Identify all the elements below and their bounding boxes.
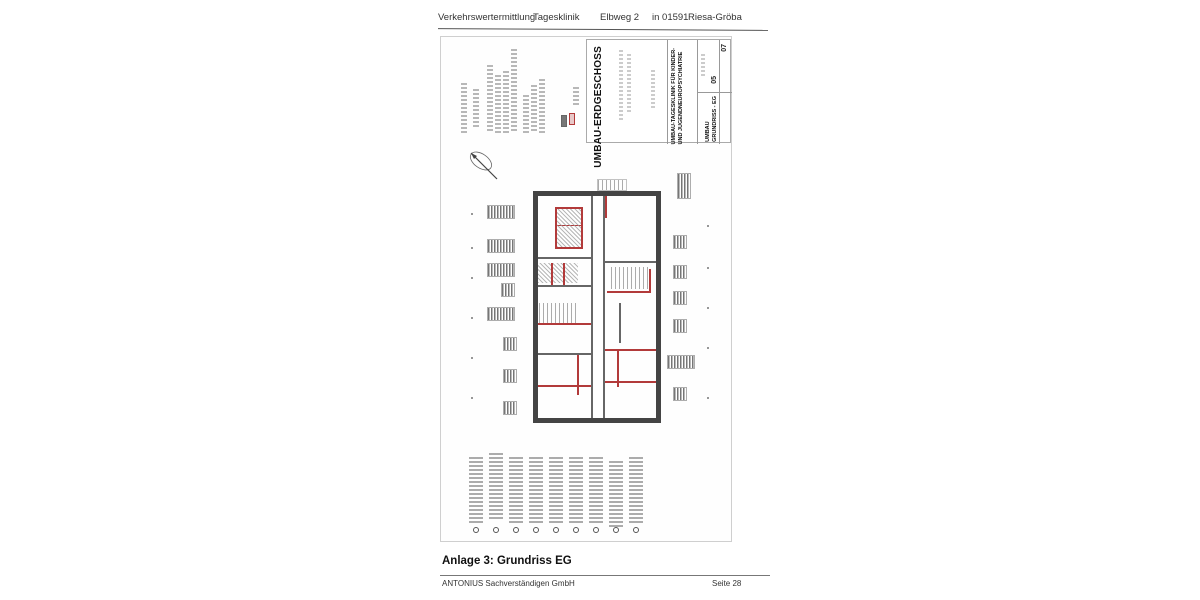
legend-swatch xyxy=(561,115,567,127)
north-arrow-icon xyxy=(469,151,498,180)
header-city: Riesa-Gröba xyxy=(688,12,742,23)
header-zip: in 01591 xyxy=(652,12,689,23)
plan-name-line-2: GRUNDRISS - EG xyxy=(712,96,718,142)
sheet-title: UMBAU-ERDGESCHOSS xyxy=(593,46,604,168)
entrance-stairs xyxy=(597,179,627,191)
page-header: Verkehrswertermittlung Tagesklinik Elbwe… xyxy=(438,10,768,32)
project-line-1: UMBAU-TAGESKLINIK FÜR KINDER- xyxy=(671,48,677,145)
title-block: UMBAU-ERDGESCHOSS UMBAU-TAGESKLINIK FÜR … xyxy=(586,39,732,168)
legend-swatch-red xyxy=(569,113,575,125)
annex-caption: Anlage 3: Grundriss EG xyxy=(442,555,572,567)
project-line-2: UND JUGENDNEUROPSYCHIATRIE xyxy=(678,51,684,145)
plan-legend xyxy=(449,43,585,141)
plan-name: UMBAU GRUNDRISS - EG xyxy=(705,96,719,142)
project-name: UMBAU-TAGESKLINIK FÜR KINDER- UND JUGEND… xyxy=(671,48,685,144)
footer-company: ANTONIUS Sachverständigen GmbH xyxy=(442,579,575,588)
page-number: Seite 28 xyxy=(712,579,742,588)
building-floor-plan xyxy=(533,179,661,423)
header-object: Tagesklinik xyxy=(533,12,580,23)
index-number: 05 xyxy=(711,76,718,84)
plan-name-line-1: UMBAU xyxy=(705,121,711,142)
footer-divider xyxy=(440,575,770,576)
header-title: Verkehrswertermittlung xyxy=(438,12,536,23)
header-street: Elbweg 2 xyxy=(600,12,640,23)
floor-plan-sheet: UMBAU-ERDGESCHOSS UMBAU-TAGESKLINIK FÜR … xyxy=(440,36,732,542)
sheet-number: 07 xyxy=(721,44,728,52)
